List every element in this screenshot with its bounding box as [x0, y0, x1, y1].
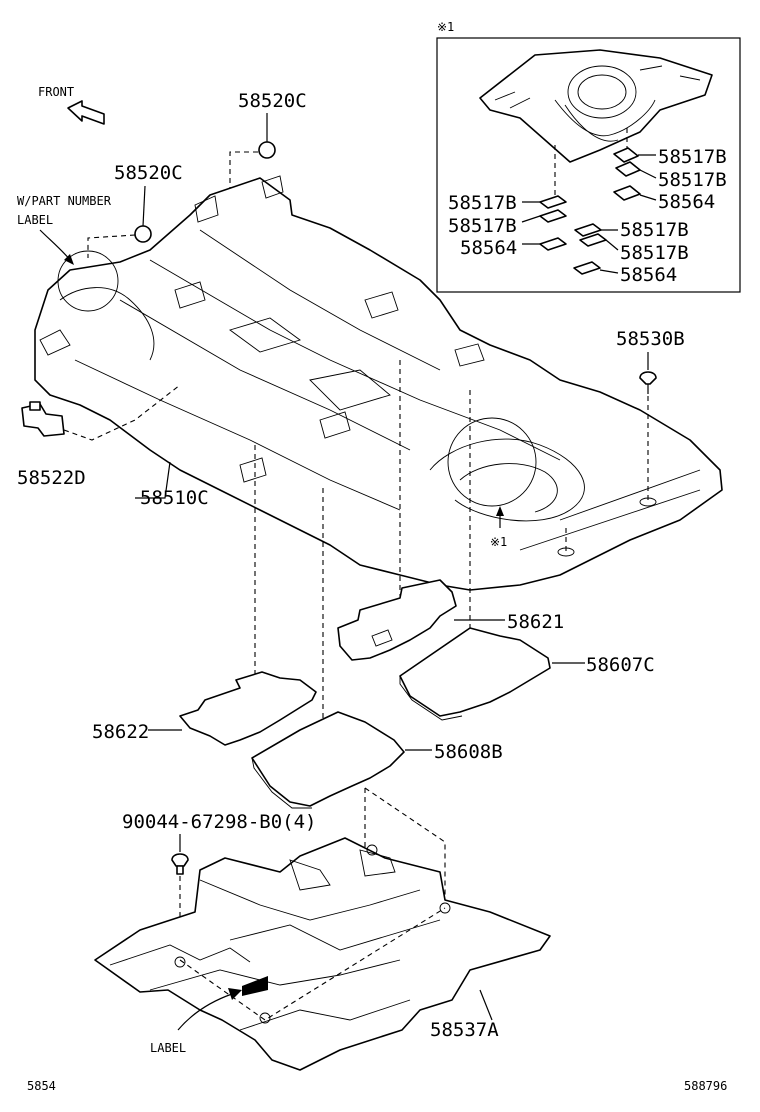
- pad-58607C: [399, 627, 551, 721]
- wpart-label-line1: W/PART NUMBER: [17, 194, 112, 208]
- inset-ref-mark: ※1: [490, 535, 507, 549]
- part-label-58564-1: 58564: [658, 191, 715, 213]
- part-label-58621: 58621: [507, 611, 564, 633]
- grommet-icon: [639, 371, 657, 394]
- wpart-label-line2: LABEL: [17, 213, 53, 227]
- label-word: LABEL: [150, 1041, 186, 1055]
- main-carpet-58510C: [34, 175, 723, 591]
- part-label-58517B-2: 58517B: [658, 169, 727, 191]
- inset-mark: ※1: [437, 20, 454, 34]
- lower-carpet-58537A: [94, 837, 551, 1071]
- part-label-58537A: 58537A: [430, 1019, 499, 1041]
- part-label-58510C: 58510C: [140, 487, 209, 509]
- part-label-58564-2: 58564: [460, 237, 517, 259]
- part-label-90044: 90044-67298-B0(4): [122, 811, 316, 833]
- part-label-58520C-top: 58520C: [238, 90, 307, 112]
- pad-58621: [337, 579, 457, 661]
- footer-left-code: 5854: [27, 1079, 56, 1093]
- part-label-58607C: 58607C: [586, 654, 655, 676]
- part-label-58522D: 58522D: [17, 467, 86, 489]
- part-label-58517B-1: 58517B: [658, 146, 727, 168]
- part-label-58608B: 58608B: [434, 741, 503, 763]
- part-label-58520C-left: 58520C: [114, 162, 183, 184]
- front-arrow-icon: [67, 100, 105, 125]
- inset-detail-box: ※1 58517B 58517B 58564 58517B 58517: [436, 20, 741, 293]
- part-label-58517B-3: 58517B: [448, 192, 517, 214]
- footer-right-code: 588796: [684, 1079, 727, 1093]
- part-label-58530B: 58530B: [616, 328, 685, 350]
- pad-58608B: [251, 711, 405, 809]
- part-label-58517B-5: 58517B: [620, 219, 689, 241]
- part-label-58622: 58622: [92, 721, 149, 743]
- pad-58622: [179, 671, 317, 746]
- clip-icon: [21, 401, 65, 437]
- front-label: FRONT: [38, 85, 74, 99]
- clip-icon: [171, 853, 189, 875]
- part-label-58517B-4: 58517B: [448, 215, 517, 237]
- part-label-58564-3: 58564: [620, 264, 677, 286]
- part-label-58517B-6: 58517B: [620, 242, 689, 264]
- label-arrow-icon: [177, 988, 242, 1031]
